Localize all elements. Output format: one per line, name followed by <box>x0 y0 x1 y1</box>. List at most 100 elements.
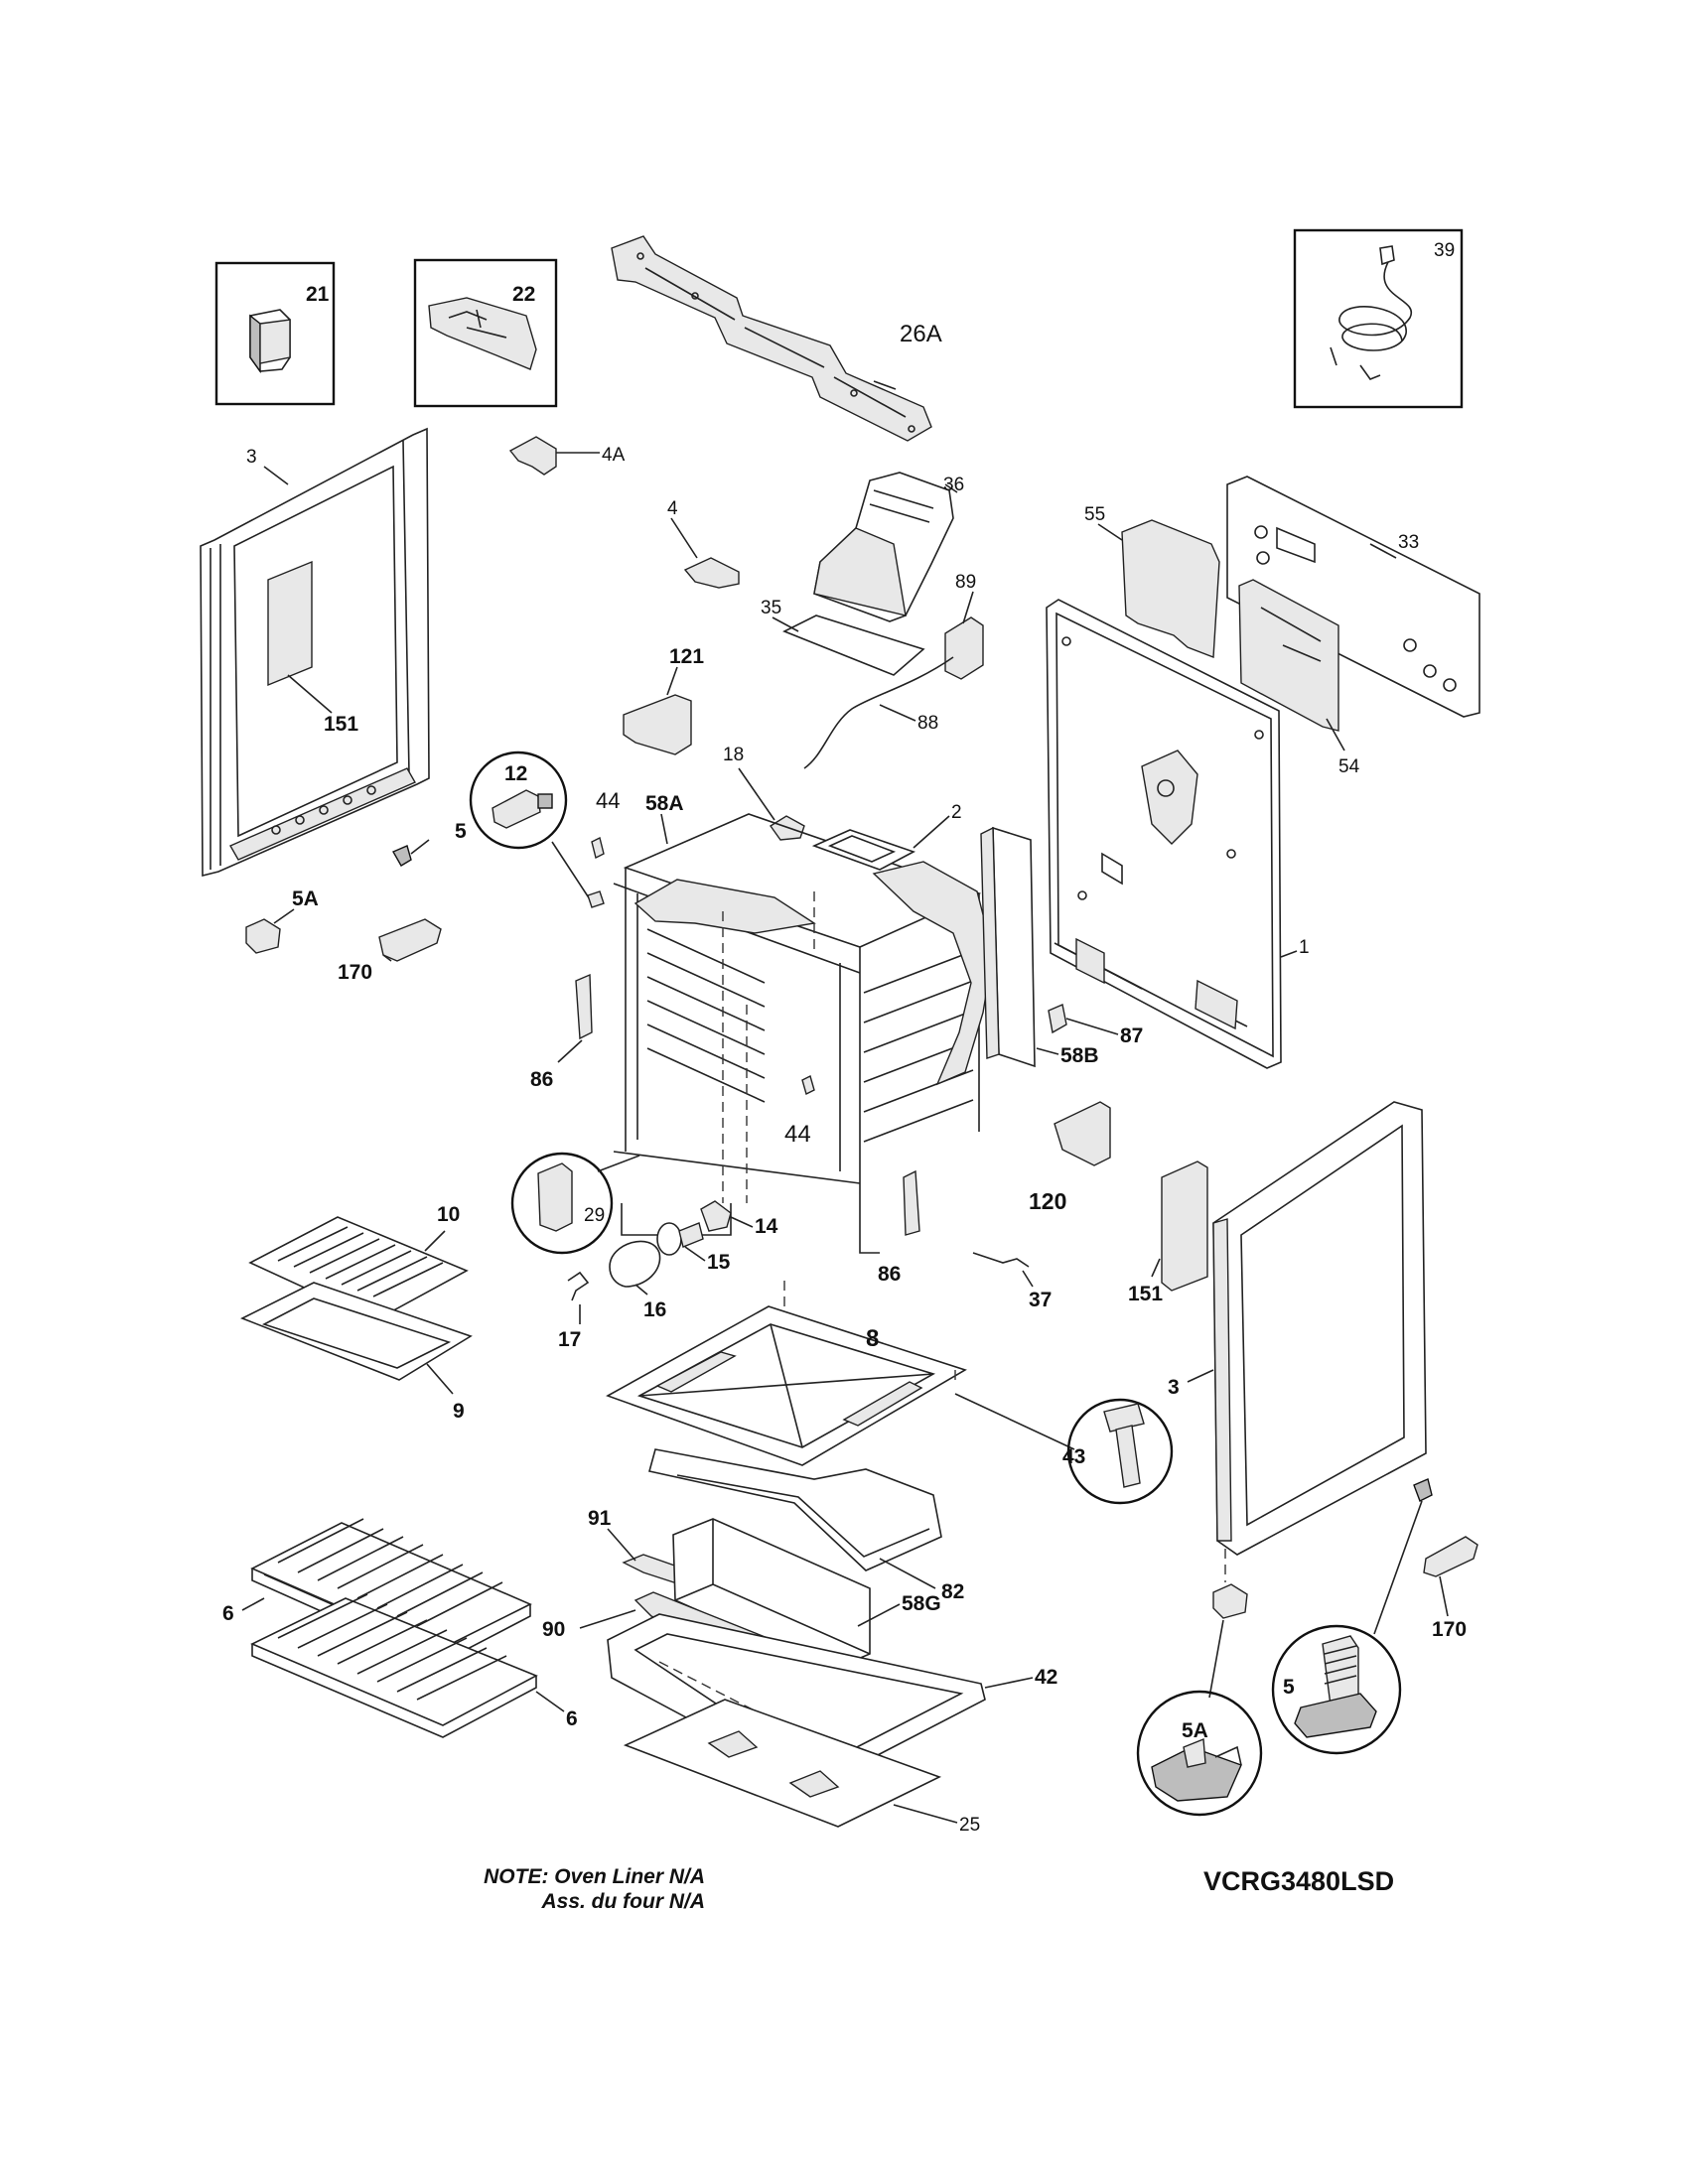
callout-55: 55 <box>1084 504 1105 525</box>
callout-89: 89 <box>955 572 976 593</box>
callout-43: 43 <box>1062 1445 1085 1468</box>
inset-box-part-39: 39 <box>1293 228 1464 409</box>
callout-16: 16 <box>643 1298 666 1321</box>
callout-12: 12 <box>504 762 527 785</box>
part-5-leveling-screw-top: 5 <box>392 820 467 867</box>
inset-box-part-22: 22 <box>413 258 558 408</box>
note-line-1: NOTE: Oven Liner N/A <box>484 1865 705 1888</box>
inset-box-part-21: 21 <box>214 261 336 406</box>
callout-42: 42 <box>1035 1666 1057 1689</box>
callout-5A-bottom: 5A <box>1182 1719 1208 1742</box>
callout-37: 37 <box>1029 1289 1052 1311</box>
part-9-broiler-pan: 9 <box>240 1282 473 1423</box>
callout-26A: 26A <box>900 321 942 347</box>
callout-86-left: 86 <box>530 1068 553 1091</box>
callout-6-bottom: 6 <box>566 1707 578 1730</box>
callout-151-left: 151 <box>324 713 358 736</box>
callout-54: 54 <box>1338 756 1360 777</box>
callout-22: 22 <box>512 283 535 306</box>
part-43-screw-inset: 43 <box>954 1393 1174 1505</box>
part-25-bottom-plate: 25 <box>623 1699 980 1836</box>
callout-6-top: 6 <box>222 1602 234 1625</box>
part-44-top-stud: 44 <box>587 788 620 908</box>
callout-33: 33 <box>1398 532 1419 553</box>
part-6-oven-rack-bottom: 6 <box>250 1593 578 1738</box>
callout-90: 90 <box>542 1618 565 1641</box>
part-5-leveling-screw-bottom: 5 <box>1271 1478 1433 1755</box>
part-170-bracket-right: 170 <box>1423 1536 1478 1641</box>
part-16-lens: 16 <box>609 1240 666 1321</box>
part-86-bracket-left: 86 <box>530 973 593 1091</box>
callout-15: 15 <box>707 1251 731 1274</box>
callout-8: 8 <box>866 1325 879 1352</box>
part-5A-leg-bottom: 5A <box>1136 1549 1263 1817</box>
callout-86-right: 86 <box>878 1263 901 1286</box>
callout-170-left: 170 <box>338 961 372 984</box>
callout-25: 25 <box>959 1815 980 1836</box>
part-33-rear-panel: 33 <box>1226 476 1480 718</box>
callout-2: 2 <box>951 802 962 823</box>
callout-14: 14 <box>755 1215 778 1238</box>
oven-cavity: 58A 2 58B <box>613 792 1099 1254</box>
part-14-socket: 14 <box>700 1200 778 1238</box>
callout-29: 29 <box>584 1205 605 1226</box>
callout-3-left: 3 <box>246 447 257 468</box>
part-29-inset: 29 <box>510 1152 640 1255</box>
callout-170-right: 170 <box>1432 1618 1467 1641</box>
callout-4A: 4A <box>602 445 626 466</box>
callout-91: 91 <box>588 1507 612 1530</box>
part-88-wire: 88 <box>803 656 954 769</box>
part-151-bracket-right: 151 <box>1128 1160 1208 1305</box>
callout-151-right: 151 <box>1128 1283 1163 1305</box>
part-170-bracket-left: 170 <box>338 918 442 984</box>
part-87-bracket: 87 <box>1048 1004 1143 1047</box>
callout-1: 1 <box>1299 937 1310 958</box>
part-121-bracket: 121 <box>623 645 704 755</box>
part-5A-leg-top: 5A <box>245 887 319 954</box>
part-17-clip: 17 <box>558 1271 590 1351</box>
part-89-bracket: 89 <box>944 572 984 680</box>
callout-39: 39 <box>1434 240 1455 261</box>
callout-18: 18 <box>723 745 744 765</box>
callout-4: 4 <box>667 498 678 519</box>
callout-5A-top: 5A <box>292 887 319 910</box>
callout-35: 35 <box>761 598 781 618</box>
callout-58A: 58A <box>645 792 684 815</box>
callout-58G: 58G <box>902 1592 941 1615</box>
model-number: VCRG3480LSD <box>1203 1866 1395 1896</box>
part-26A-top-bracket: 26A <box>611 235 942 442</box>
part-12-inset: 12 <box>469 751 591 900</box>
callout-9: 9 <box>453 1400 465 1423</box>
part-55-panel: 55 <box>1084 504 1220 658</box>
part-54-panel: 54 <box>1238 579 1360 777</box>
part-120-bracket: 120 <box>1029 1101 1111 1214</box>
callout-5-bottom: 5 <box>1283 1676 1295 1699</box>
part-4A-bracket: 4A <box>508 436 626 476</box>
part-37-wire: 37 <box>972 1252 1052 1311</box>
callout-10: 10 <box>437 1203 460 1226</box>
callout-21: 21 <box>306 283 330 306</box>
part-3-right-side-panel: 3 <box>1168 1101 1427 1556</box>
part-1-back-panel: 1 <box>1046 599 1310 1069</box>
callout-121: 121 <box>669 645 704 668</box>
part-44-mid-stud: 44 <box>784 1074 815 1148</box>
part-3-left-side-panel: 3 151 <box>200 427 430 878</box>
oven-liner-note: NOTE: Oven Liner N/A Ass. du four N/A <box>417 1864 705 1914</box>
callout-88: 88 <box>917 713 938 734</box>
callout-17: 17 <box>558 1328 581 1351</box>
part-86-bracket-right: 86 <box>878 1169 920 1286</box>
callout-3-right: 3 <box>1168 1376 1180 1399</box>
part-58G-insulation: 58G <box>672 1518 941 1671</box>
part-8-oven-bottom: 8 <box>606 1281 967 1466</box>
note-line-2: Ass. du four N/A <box>541 1890 705 1913</box>
callout-87: 87 <box>1120 1024 1143 1047</box>
part-4-bracket: 4 <box>667 498 740 589</box>
callout-120: 120 <box>1029 1188 1066 1214</box>
part-18-clip: 18 <box>723 745 805 841</box>
callout-44-mid: 44 <box>784 1121 811 1148</box>
part-15-bulb: 15 <box>656 1222 731 1274</box>
callout-36: 36 <box>943 475 964 495</box>
callout-58B: 58B <box>1060 1044 1099 1067</box>
callout-5-top: 5 <box>455 820 467 843</box>
